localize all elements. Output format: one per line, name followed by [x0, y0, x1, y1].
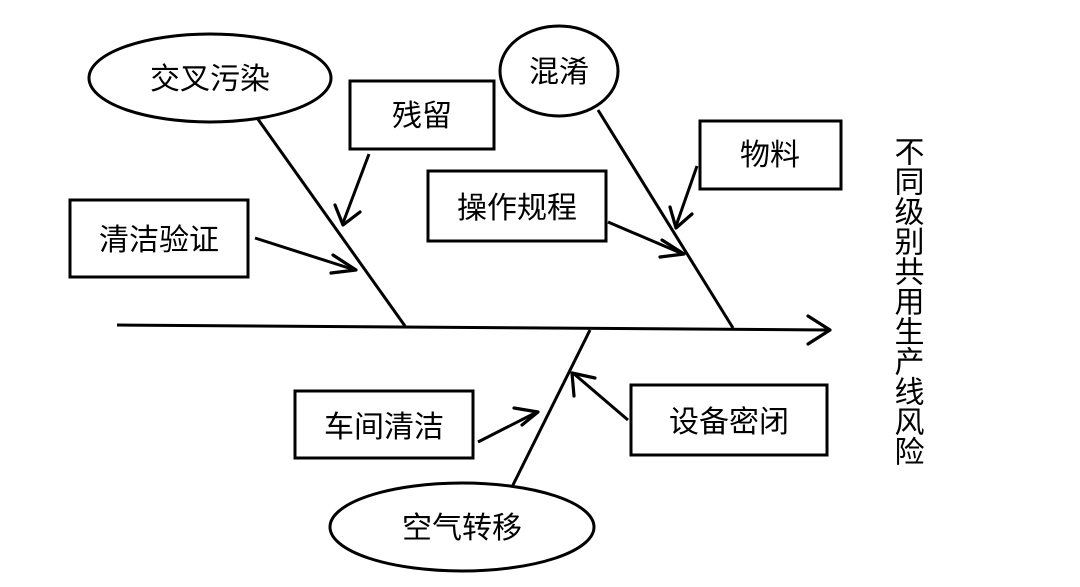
cause-cleaning-validation-label: 清洁验证 — [99, 223, 219, 258]
cause-operating-procedure-label: 操作规程 — [457, 191, 577, 226]
effect-label: 不同级别共用生产线风险 — [889, 136, 925, 466]
cause-equipment-sealing-arrow — [572, 371, 629, 422]
cause-cleaning-validation-box — [68, 198, 250, 279]
cause-cleaning-validation-arrow — [254, 236, 356, 272]
cause-workshop-cleaning-label: 车间清洁 — [324, 410, 444, 445]
category-cross-contamination-label: 交叉污染 — [150, 62, 270, 97]
cause-workshop-cleaning-arrow — [477, 410, 538, 444]
bone-air-transfer: 空气转移 — [328, 329, 596, 573]
cause-material-arrow — [674, 165, 699, 227]
main-spine — [116, 314, 832, 346]
category-air-transfer — [328, 481, 596, 573]
cause-residue-label: 残留 — [392, 99, 452, 134]
cause-workshop-cleaning-box — [293, 389, 475, 460]
cause-residue: 残留 — [333, 79, 496, 227]
cause-operating-procedure-arrow — [607, 220, 684, 256]
cause-operating-procedure: 操作规程 — [426, 169, 686, 259]
bone-cross-contamination: 交叉污染 — [87, 32, 407, 327]
cause-material-box — [698, 119, 843, 191]
cause-material: 物料 — [668, 119, 843, 230]
category-cross-contamination — [87, 32, 333, 124]
cause-workshop-cleaning: 车间清洁 — [293, 389, 540, 460]
cause-equipment-sealing: 设备密闭 — [570, 371, 829, 457]
category-mix-up — [498, 24, 620, 118]
cause-residue-box — [348, 79, 496, 151]
bone-mix-up: 混淆 — [498, 24, 735, 329]
category-mix-up-label: 混淆 — [529, 55, 589, 90]
cause-equipment-sealing-box — [629, 383, 829, 457]
cause-residue-arrow — [341, 153, 371, 224]
category-air-transfer-label: 空气转移 — [402, 511, 522, 546]
cause-operating-procedure-box — [426, 169, 608, 243]
cause-cleaning-validation: 清洁验证 — [68, 198, 358, 279]
cause-equipment-sealing-label: 设备密闭 — [669, 405, 789, 440]
cause-material-label: 物料 — [740, 138, 800, 173]
